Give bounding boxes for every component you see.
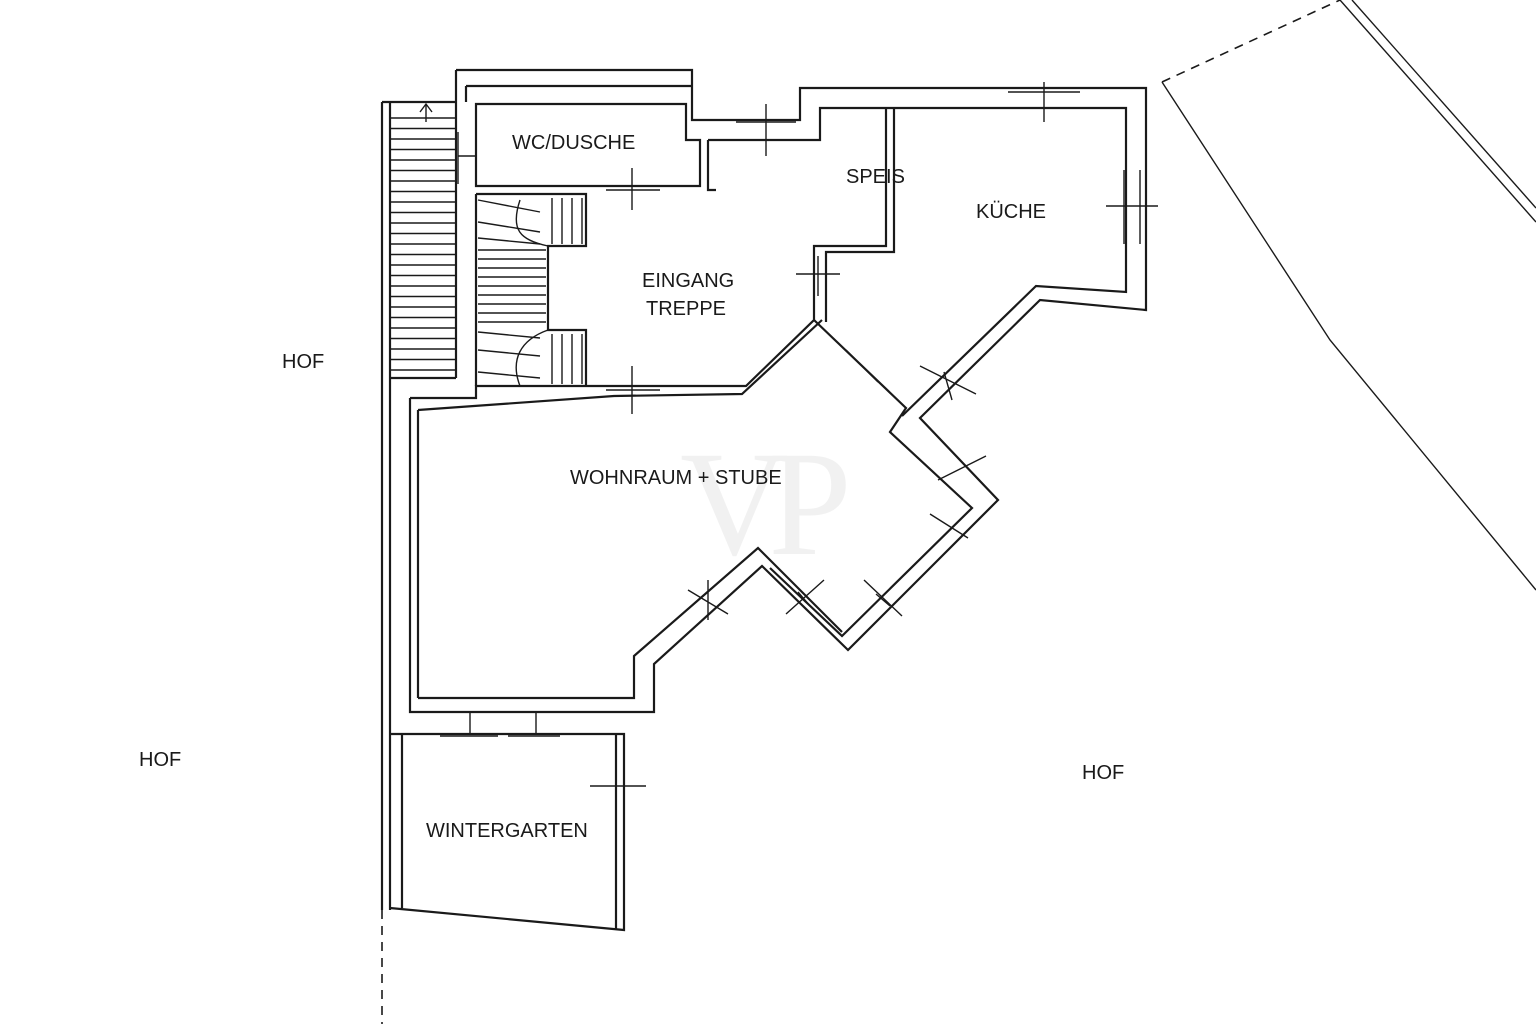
outer-stair (390, 117, 456, 371)
stair-winder (477, 199, 541, 213)
vp-watermark: VP (680, 421, 852, 587)
room-label-wintergarten: WINTERGARTEN (426, 820, 588, 842)
stair-winder (477, 371, 541, 379)
site-boundary (381, 0, 1536, 1024)
room-label-wc-dusche: WC/DUSCHE (512, 132, 636, 154)
room-label-speis: SPEIS (846, 166, 905, 188)
stair-winder (477, 237, 541, 245)
opening-markers (457, 82, 1158, 806)
stair-winder (477, 331, 541, 339)
interior-stair (419, 102, 588, 387)
outdoor-label-hof: HOF (282, 351, 325, 373)
room-label-treppe: TREPPE (646, 298, 727, 320)
stair-winder (477, 221, 541, 233)
room-label-wohnraum: WOHNRAUM + STUBE (570, 467, 782, 489)
stair-winder (477, 349, 541, 357)
outdoor-label-hof: HOF (1082, 762, 1125, 784)
room-label-eingang: EINGANG (642, 270, 735, 292)
outdoor-label-hof: HOF (139, 749, 182, 771)
outer-walls (380, 68, 1148, 932)
room-label-kueche: KÜCHE (976, 201, 1047, 223)
